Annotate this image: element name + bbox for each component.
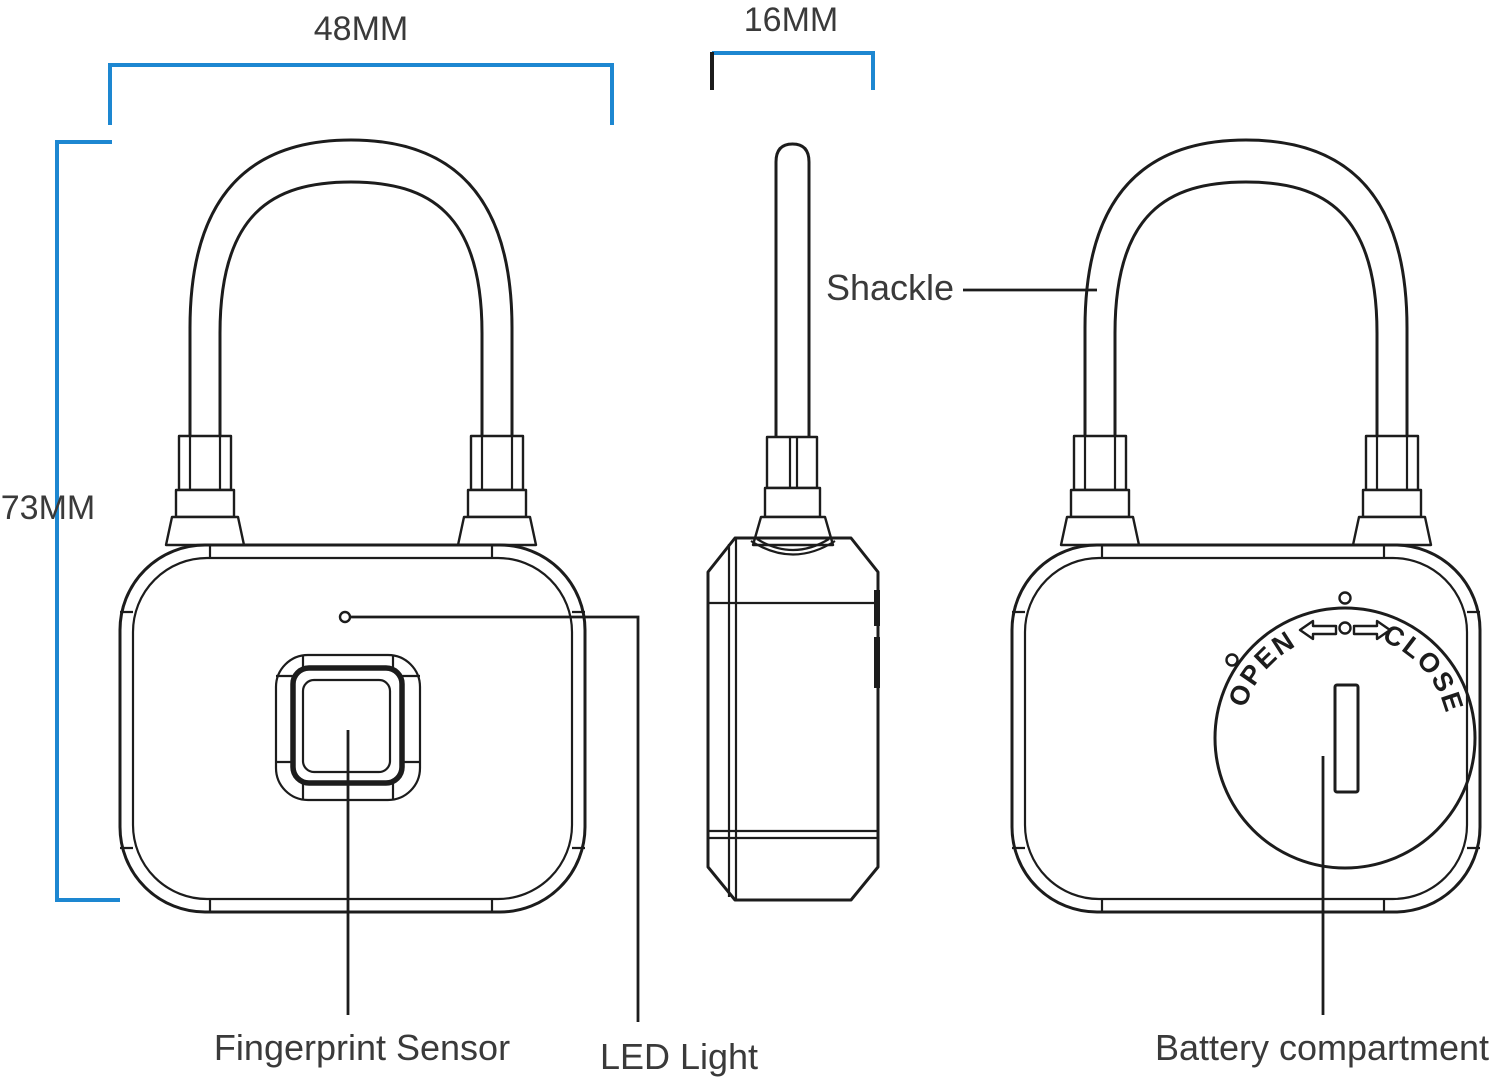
dimension-bracket-width (108, 63, 614, 125)
close-direction-arrow-icon (1352, 619, 1392, 641)
side-body (706, 536, 880, 902)
front-view (118, 138, 640, 1022)
dimension-bracket-height (55, 140, 120, 902)
front-shackle-collar-right (456, 434, 538, 547)
led-dot (338, 610, 352, 624)
open-direction-arrow-icon (1298, 619, 1338, 641)
battery-compartment-label: Battery compartment (1154, 1027, 1490, 1068)
battery-dial: OPEN CLOSE (1213, 591, 1477, 870)
front-body (118, 543, 587, 914)
fingerprint-sensor-label: Fingerprint Sensor (213, 1027, 511, 1068)
shackle-label: Shackle (825, 267, 955, 308)
back-body (1010, 543, 1482, 914)
dimension-height-label: 73MM (0, 489, 96, 527)
dial-marker-center (1338, 621, 1352, 635)
front-shackle-collar-left (164, 434, 246, 547)
back-shackle-collar-left (1059, 434, 1141, 547)
side-shackle-collar (751, 435, 835, 547)
side-view (706, 142, 880, 902)
side-shackle-rod (774, 142, 811, 437)
led-light-label: LED Light (599, 1036, 759, 1077)
dimension-bracket-depth (710, 51, 875, 90)
back-shackle-collar-right (1351, 434, 1433, 547)
dimension-depth-label: 16MM (743, 1, 839, 39)
dial-marker-left (1225, 653, 1239, 667)
dial-marker-top (1338, 591, 1352, 605)
dial-slot (1333, 683, 1360, 794)
back-view: OPEN CLOSE (1010, 138, 1482, 1015)
back-shackle (1083, 138, 1409, 447)
dimension-width-label: 48MM (313, 10, 409, 48)
led-leader-line (350, 615, 640, 1022)
front-shackle (188, 138, 514, 447)
